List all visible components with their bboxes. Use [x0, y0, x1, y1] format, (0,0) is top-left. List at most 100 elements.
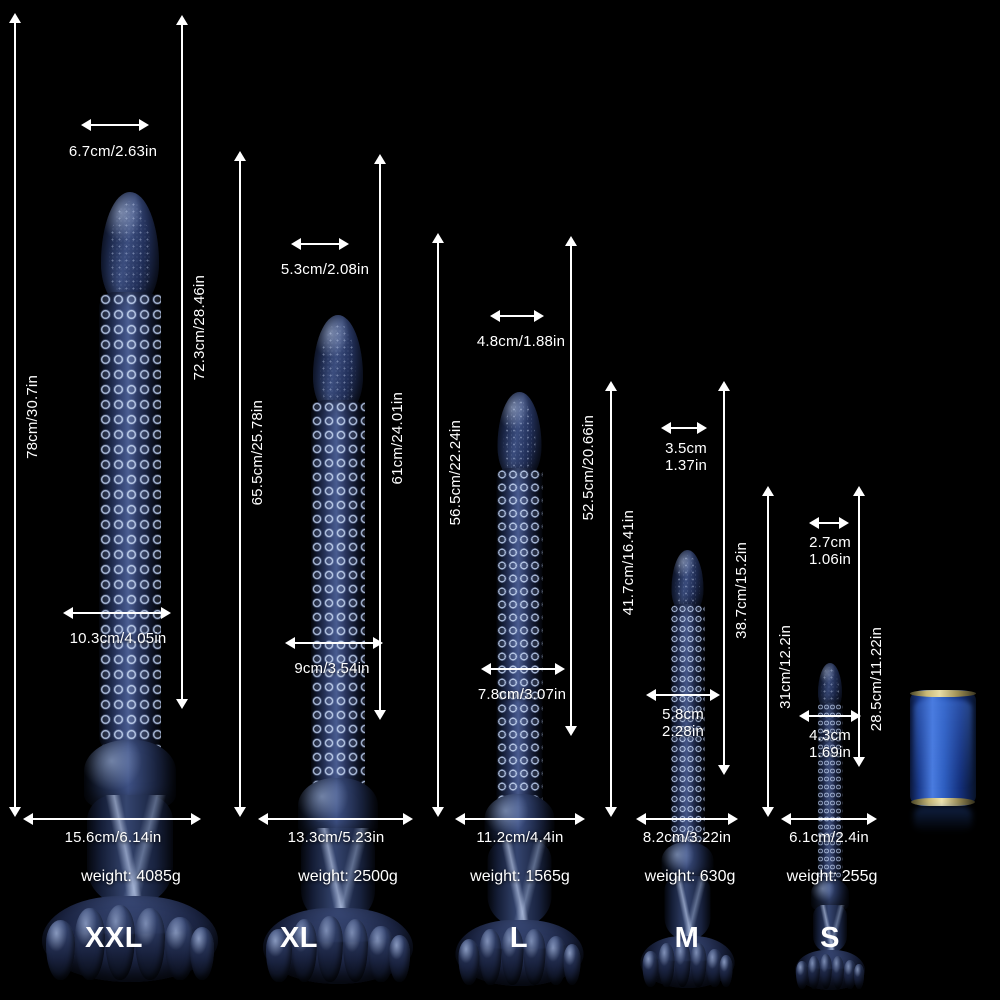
shaft-width-label-l: 7.8cm/3.07in: [477, 686, 567, 703]
sucker-texture-m: [670, 604, 705, 854]
tip-width-line-m: [670, 427, 698, 429]
product-figure-xl: [243, 300, 433, 1000]
total-length-line-xl: [239, 160, 241, 808]
base-width-line-l: [464, 818, 576, 820]
sucker-texture-xl: [311, 400, 365, 792]
insertable-length-label-l: 52.5cm/20.66in: [580, 415, 597, 521]
shaft-width-line-xl: [294, 642, 374, 644]
shaft-width-label-m-line2: 2.28in: [661, 723, 705, 741]
total-length-label-xxl: 78cm/30.7in: [24, 375, 41, 459]
shaft-width-line-l: [490, 668, 556, 670]
tip-width-label-m-line1: 3.5cm: [665, 440, 707, 457]
shaft-width-label-s-line2: 1.69in: [808, 744, 852, 762]
product-base-m: [640, 936, 735, 988]
base-lobes-xl: [263, 908, 413, 984]
soda-can-top-rim: [910, 690, 976, 697]
product-midsection-m: [664, 876, 711, 940]
shaft-width-line-m: [655, 694, 711, 696]
insertable-length-label-xl: 61cm/24.01in: [389, 392, 406, 485]
tip-width-label-m: 3.5cm 1.37in: [665, 440, 707, 475]
shaft-width-label-m: 5.8cm 2.28in: [662, 706, 704, 741]
base-width-label-m: 8.2cm/3.22in: [642, 829, 732, 846]
size-label-xl: XL: [279, 922, 319, 954]
insertable-length-line-xxl: [181, 24, 183, 700]
total-length-label-xl: 65.5cm/25.78in: [249, 400, 266, 506]
tip-width-label-xl: 5.3cm/2.08in: [280, 261, 370, 278]
shaft-width-label-s: 4.3cm 1.69in: [809, 727, 851, 762]
base-reflection-s: [795, 953, 865, 969]
shaft-width-label-m-line1: 5.8cm: [662, 706, 704, 723]
product-base-xxl: [42, 896, 218, 982]
tip-width-label-s-line2: 1.06in: [808, 551, 852, 569]
total-length-label-s: 31cm/12.2in: [777, 625, 794, 709]
sucker-texture-xxl: [99, 292, 161, 752]
base-width-label-xl: 13.3cm/5.23in: [287, 829, 385, 846]
tip-width-label-l: 4.8cm/1.88in: [476, 333, 566, 350]
product-tip-xl: [313, 315, 363, 415]
tip-width-label-s: 2.7cm 1.06in: [809, 534, 851, 569]
total-length-line-xxl: [14, 22, 16, 808]
shaft-width-line-xxl: [72, 612, 162, 614]
shaft-width-label-xxl: 10.3cm/4.05in: [69, 630, 167, 647]
insertable-length-line-s: [858, 495, 860, 758]
insertable-length-line-m: [723, 390, 725, 766]
base-width-line-m: [645, 818, 729, 820]
sucker-texture-s: [817, 703, 843, 889]
product-tip-xxl: [101, 192, 159, 307]
tip-width-line-xxl: [90, 124, 140, 126]
weight-label-m: weight: 630g: [644, 868, 736, 885]
product-midsection-s: [813, 905, 847, 953]
size-label-l: L: [509, 922, 529, 954]
product-shaft-xl: [311, 400, 365, 792]
soda-can-body: [910, 690, 976, 806]
base-width-line-xxl: [32, 818, 192, 820]
weight-label-s: weight: 255g: [786, 868, 878, 885]
base-lobes-xxl: [42, 896, 218, 982]
size-label-s: S: [820, 922, 840, 954]
product-tip-m: [671, 550, 704, 614]
product-figure-l: [432, 380, 607, 1000]
base-lobes-m: [641, 936, 735, 988]
product-base-xl: [263, 908, 413, 984]
product-midsection-xxl: [87, 795, 173, 905]
tip-width-label-xxl: 6.7cm/2.63in: [68, 143, 158, 160]
product-figure-s: [770, 655, 890, 1000]
shaft-width-label-s-line1: 4.3cm: [809, 727, 851, 744]
total-length-line-m: [610, 390, 612, 808]
base-width-label-xxl: 15.6cm/6.14in: [64, 829, 162, 846]
product-shaft-l: [496, 468, 543, 808]
base-width-line-xl: [267, 818, 404, 820]
tip-width-line-l: [499, 315, 535, 317]
base-width-line-s: [790, 818, 868, 820]
base-width-label-l: 11.2cm/4.4in: [476, 829, 564, 846]
tip-width-line-s: [818, 522, 840, 524]
shaft-width-line-s: [808, 715, 852, 717]
tip-width-label-s-line1: 2.7cm: [809, 534, 851, 551]
product-tip-l: [497, 392, 542, 480]
product-shaft-s: [817, 703, 843, 889]
product-midsection-l: [487, 840, 552, 926]
soda-can-reflection: [914, 806, 972, 832]
size-label-m: M: [674, 922, 700, 954]
product-base-l: [455, 920, 584, 986]
product-figure-m: [615, 540, 760, 1000]
insertable-length-label-s: 28.5cm/11.22in: [868, 627, 885, 732]
product-base-s: [795, 950, 865, 990]
soda-can-reference: [910, 690, 976, 806]
tip-width-label-m-line2: 1.37in: [664, 457, 708, 475]
base-lobes-s: [795, 950, 865, 990]
weight-label-l: weight: 1565g: [470, 868, 570, 885]
product-shaft-xxl: [99, 292, 161, 752]
soda-can-highlight: [913, 700, 973, 788]
total-length-line-s: [767, 495, 769, 808]
insertable-length-label-m: 38.7cm/15.2in: [733, 542, 750, 639]
shaft-width-label-xl: 9cm/3.54in: [294, 660, 370, 677]
product-shaft-m: [670, 604, 705, 854]
soda-can-bottom-rim: [911, 798, 975, 806]
sucker-texture-l: [496, 468, 543, 808]
insertable-length-line-xl: [379, 163, 381, 711]
weight-label-xxl: weight: 4085g: [81, 868, 181, 885]
total-length-label-l: 56.5cm/22.24in: [447, 420, 464, 526]
insertable-length-label-xxl: 72.3cm/28.46in: [191, 275, 208, 381]
